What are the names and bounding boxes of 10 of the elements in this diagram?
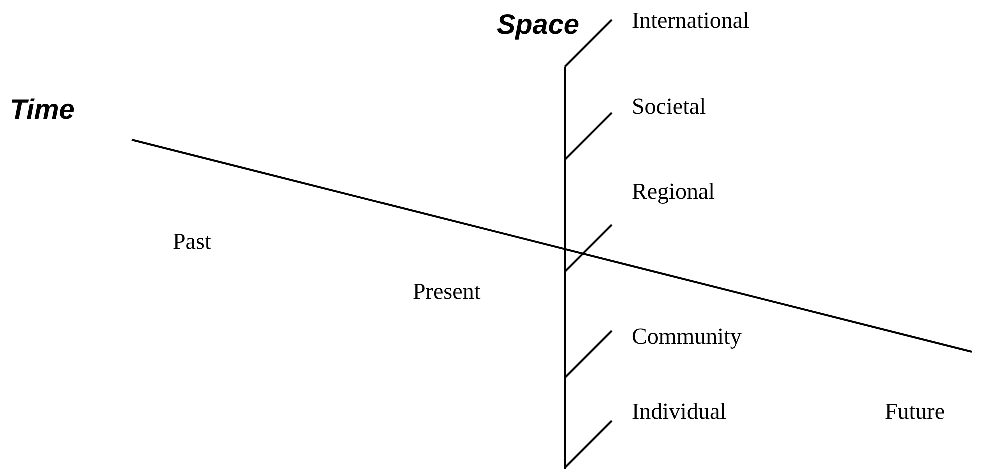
axis-title: Space (497, 8, 580, 42)
scale-label: Individual (632, 398, 727, 426)
time-label: Present (413, 278, 481, 306)
time-label: Past (173, 228, 212, 256)
scale-label: Societal (632, 93, 706, 121)
scale-label: International (632, 7, 750, 35)
scale-label: Regional (632, 178, 716, 206)
time-label: Future (885, 398, 946, 426)
axis-title: Time (10, 93, 75, 127)
scale-label: Community (632, 323, 742, 351)
